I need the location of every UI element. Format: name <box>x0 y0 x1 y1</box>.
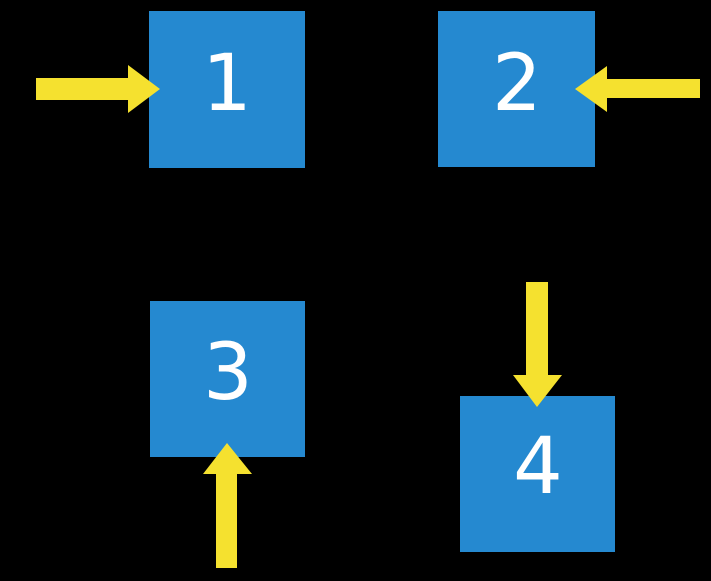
square-4-label: 4 <box>513 422 563 512</box>
up-arrow-icon <box>203 443 252 568</box>
square-2 <box>438 11 595 167</box>
square-2-label: 2 <box>492 39 542 129</box>
square-1 <box>149 11 305 168</box>
square-3 <box>150 301 305 457</box>
square-3-label: 3 <box>203 328 253 418</box>
down-arrow-icon <box>513 282 562 407</box>
right-arrow-icon <box>36 65 160 113</box>
square-1-label: 1 <box>202 39 252 129</box>
left-arrow-icon <box>575 66 700 112</box>
square-4 <box>460 396 615 552</box>
